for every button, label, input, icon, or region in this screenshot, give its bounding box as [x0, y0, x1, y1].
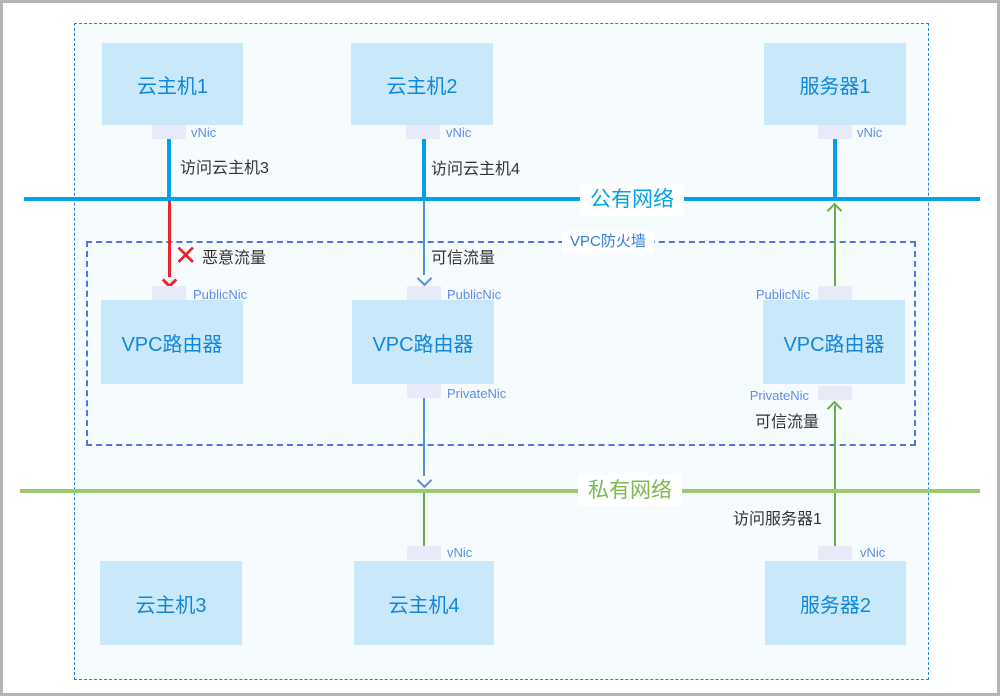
trusted-flow-line-lower: [423, 398, 425, 476]
public-network-label: 公有网络: [580, 184, 684, 216]
host2-vnic-port: [406, 125, 440, 139]
private-network-label: 私有网络: [578, 475, 682, 506]
node-host1: 云主机1: [102, 43, 243, 125]
router-mid-privatenic-port: [407, 384, 441, 398]
server2-vnic-port: [818, 546, 852, 560]
flow-label-access-host3: 访问云主机3: [180, 160, 269, 177]
host4-vnic-port: [407, 546, 441, 560]
server1-vnic-label: vNic: [857, 125, 883, 140]
router-right-publicnic-port: [818, 286, 852, 300]
server2-vnic-label: vNic: [860, 545, 886, 560]
flow-label-trusted-right: 可信流量: [755, 414, 820, 431]
router-mid-publicnic-label: PublicNic: [447, 287, 502, 302]
router-mid-privatenic-label: PrivateNic: [447, 386, 507, 401]
trusted-up-line-upper: [834, 205, 836, 286]
router-left-publicnic-port: [152, 286, 186, 300]
vpc-firewall-label: VPC防火墙: [562, 231, 654, 253]
router-left-publicnic-label: PublicNic: [193, 287, 248, 302]
node-host4: 云主机4: [354, 561, 494, 645]
private-network-line: [20, 489, 980, 493]
router-right-publicnic-label: PublicNic: [755, 287, 810, 302]
host1-link-line: [167, 139, 171, 197]
blocked-x-icon: ✕: [174, 240, 198, 271]
server1-link-line: [833, 139, 837, 197]
host4-link-line: [423, 493, 425, 546]
host1-vnic-port: [152, 125, 186, 139]
server1-vnic-port: [818, 125, 852, 139]
host2-vnic-label: vNic: [446, 125, 472, 140]
malicious-flow-line: [168, 201, 171, 277]
node-host3: 云主机3: [100, 561, 242, 645]
host1-vnic-label: vNic: [191, 125, 217, 140]
flow-label-malicious: 恶意流量: [202, 250, 267, 267]
node-router-mid: VPC路由器: [352, 300, 494, 384]
router-mid-publicnic-port: [407, 286, 441, 300]
flow-label-access-host4: 访问云主机4: [431, 161, 520, 178]
router-right-privatenic-label: PrivateNic: [749, 388, 809, 403]
trusted-flow-line-upper: [423, 201, 425, 275]
node-router-right: VPC路由器: [763, 300, 905, 384]
node-router-left: VPC路由器: [101, 300, 243, 384]
trusted-up-line-lower: [834, 405, 836, 489]
router-right-privatenic-port: [818, 386, 852, 400]
node-server2: 服务器2: [765, 561, 906, 645]
node-host2: 云主机2: [351, 43, 493, 125]
server2-link-line: [834, 493, 836, 546]
flow-label-trusted-mid: 可信流量: [431, 250, 496, 267]
host4-vnic-label: vNic: [447, 545, 473, 560]
node-server1: 服务器1: [764, 43, 906, 125]
public-network-line: [24, 197, 980, 201]
flow-label-access-server1: 访问服务器1: [733, 511, 822, 528]
vpc-firewall-box: [86, 241, 916, 446]
host2-link-line: [422, 139, 426, 197]
